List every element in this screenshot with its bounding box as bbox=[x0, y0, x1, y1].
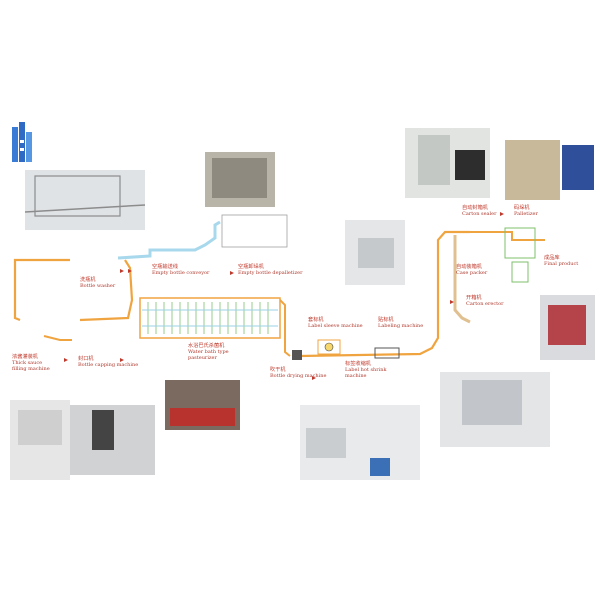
label-case-erector-zh: 开箱机 bbox=[466, 295, 482, 301]
label-pasteurizer: 水浴巴氏杀菌机 Water bath type pasteurizer bbox=[188, 343, 229, 361]
photo-capping-machine bbox=[70, 405, 155, 475]
label-bottle-washer-en: Bottle washer bbox=[80, 282, 116, 289]
photo-pasteurizer bbox=[165, 380, 240, 430]
label-shrink: 标签收缩机 Label hot shrink machine bbox=[345, 361, 387, 379]
label-pasteurizer-en2: pasteurizer bbox=[188, 354, 217, 361]
photo-carton-sealer bbox=[405, 128, 490, 198]
photo-carton-erector bbox=[440, 372, 550, 447]
label-case-packer: 自动装箱机 Case packer bbox=[456, 264, 488, 277]
photo-depalletizer-hall bbox=[205, 152, 275, 207]
conveyor-line-filling-to-capping bbox=[43, 335, 72, 341]
label-final-en: Final product bbox=[544, 260, 579, 267]
label-depalletizer-en: Empty bottle depalletizer bbox=[238, 269, 303, 276]
company-logo bbox=[12, 122, 32, 162]
photo-palletizer bbox=[505, 140, 594, 200]
label-labeling: 贴标机 Labeling machine bbox=[378, 317, 424, 330]
label-palletizer-zh: 码垛机 bbox=[514, 205, 530, 211]
label-depalletizer: 空瓶卸垛机 Empty bottle depalletizer bbox=[238, 264, 303, 277]
photo-depalletizer-drawing bbox=[221, 214, 288, 248]
label-case-erector: 开箱机 Carton erector bbox=[466, 295, 504, 308]
label-drying-en: Bottle drying machine bbox=[270, 372, 327, 379]
label-drying-zh: 吹干机 bbox=[270, 367, 286, 373]
conveyor-line-washer-to-pasteurizer bbox=[79, 259, 134, 322]
label-labeling-en: Labeling machine bbox=[378, 322, 424, 329]
label-drying: 吹干机 Bottle drying machine bbox=[270, 367, 327, 380]
photo-bottle-washer bbox=[24, 170, 146, 230]
label-empty-conveyor: 空瓶输送线 Empty bottle conveyor bbox=[152, 264, 210, 277]
conveyor-line-case-packing bbox=[470, 231, 545, 241]
label-empty-conveyor-zh: 空瓶输送线 bbox=[152, 264, 178, 270]
conveyor-line-carton bbox=[453, 235, 471, 324]
label-filling-en1: Thick sauce bbox=[12, 359, 43, 366]
label-case-packer-en: Case packer bbox=[456, 269, 488, 276]
label-final-zh: 成品库 bbox=[544, 255, 560, 261]
flow-arrows bbox=[64, 212, 504, 380]
photo-labeling-machine bbox=[345, 220, 405, 285]
label-shrink-en1: Label hot shrink bbox=[345, 366, 387, 373]
conveyor-line-left bbox=[13, 258, 70, 322]
label-capping-en: Bottle capping machine bbox=[78, 361, 139, 368]
photo-thick-sauce-filler bbox=[10, 400, 70, 480]
label-capping: 封口机 Bottle capping machine bbox=[78, 356, 139, 369]
photo-case-packer bbox=[540, 295, 595, 360]
label-sleeve-en: Label sleeve machine bbox=[308, 322, 363, 329]
label-filling-zh: 浓酱灌装机 bbox=[12, 354, 38, 360]
conveyor-line-labeling bbox=[299, 230, 470, 358]
label-bottle-washer: 洗瓶机 Bottle washer bbox=[80, 277, 116, 290]
label-sealer: 自动封箱机 Carton sealer bbox=[462, 205, 497, 218]
label-sleeve-zh: 套标机 bbox=[308, 317, 324, 323]
label-labeling-zh: 贴标机 bbox=[378, 317, 394, 323]
conveyor-line-empty-bottles bbox=[117, 220, 221, 260]
photo-sleeve-shrink-machines bbox=[300, 405, 420, 480]
label-bottle-washer-zh: 洗瓶机 bbox=[80, 277, 96, 283]
label-pasteurizer-en1: Water bath type bbox=[188, 348, 229, 355]
label-case-packer-zh: 自动装箱机 bbox=[456, 264, 482, 270]
label-capping-zh: 封口机 bbox=[78, 356, 94, 362]
label-shrink-zh: 标签收缩机 bbox=[345, 361, 371, 367]
label-final: 成品库 Final product bbox=[544, 255, 579, 268]
label-filling: 浓酱灌装机 Thick sauce filling machine bbox=[12, 354, 50, 372]
pasteurizer-machine bbox=[139, 297, 281, 339]
label-palletizer: 码垛机 Palletizer bbox=[514, 205, 538, 218]
palletizer-area bbox=[504, 227, 536, 283]
label-depalletizer-zh: 空瓶卸垛机 bbox=[238, 264, 264, 270]
label-filling-en2: filling machine bbox=[12, 365, 50, 372]
label-pasteurizer-zh: 水浴巴氏杀菌机 bbox=[188, 343, 225, 349]
label-palletizer-en: Palletizer bbox=[514, 210, 538, 217]
conveyor-line-pasteurizer-to-dryer bbox=[279, 299, 291, 357]
label-case-erector-en: Carton erector bbox=[466, 300, 504, 307]
dryer bbox=[292, 350, 302, 360]
label-sleeve: 套标机 Label sleeve machine bbox=[308, 317, 363, 330]
label-sealer-zh: 自动封箱机 bbox=[462, 205, 488, 211]
label-empty-conveyor-en: Empty bottle conveyor bbox=[152, 269, 210, 276]
sleeve-labeler bbox=[317, 339, 341, 355]
label-shrink-en2: machine bbox=[345, 372, 367, 379]
shrink-tunnel bbox=[374, 347, 400, 359]
label-sealer-en: Carton sealer bbox=[462, 210, 497, 217]
